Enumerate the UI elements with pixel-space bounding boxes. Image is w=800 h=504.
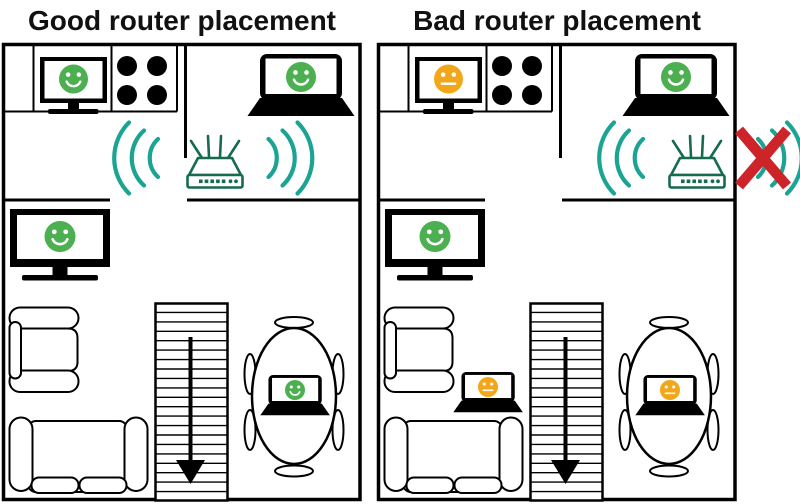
dining-laptop-face-icon [284,379,306,401]
kitchen-laptop-face-icon [659,60,693,94]
armchair [383,306,455,393]
floorplan-good [0,42,362,503]
living-tv-face-icon [418,219,452,254]
wifi-router-icon [186,134,244,189]
floorplan-bad [375,42,800,503]
bad-panel-title: Bad router placement [413,5,701,36]
living-tv-face-icon [43,219,77,254]
wifi-waves-icon [599,123,643,194]
couch [383,416,524,494]
kitchen-monitor-face-icon [57,63,90,95]
wifi-waves-icon [269,123,313,194]
kitchen-monitor-face-icon [432,63,465,95]
dining-laptop-face-icon [659,379,681,401]
couch [8,416,149,494]
staircase [153,301,230,503]
blocked-cross-icon [735,126,791,190]
wifi-waves-icon [114,123,158,194]
staircase [528,301,605,503]
kitchen-laptop-face-icon [284,60,318,94]
sofa-laptop-face-icon [477,376,499,398]
armchair [8,306,80,393]
wifi-router-icon [668,134,726,189]
good-panel-title: Good router placement [27,5,337,36]
